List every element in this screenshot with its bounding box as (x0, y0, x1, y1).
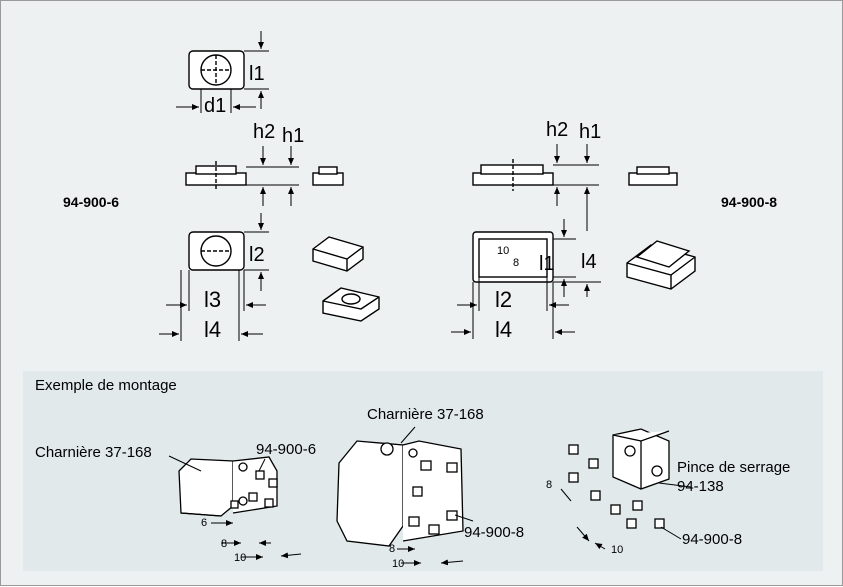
dim-label-d1: d1 (204, 95, 227, 117)
dim-label-h2-right: h2 (546, 119, 569, 141)
dim-6: 6 (201, 517, 208, 529)
dim-label-l4-right: l4 (495, 317, 513, 342)
dim-8-right: 8 (546, 479, 553, 491)
mounting-example-left (178, 456, 278, 517)
part-94-900-6-top-view (188, 50, 245, 90)
part-94-900-6-bottom-view (188, 231, 245, 271)
dim-8-left: 8 (221, 538, 228, 550)
dim-label-h1-right: h1 (579, 121, 602, 143)
part-label-94-900-8: 94-900-8 (721, 194, 778, 210)
callout-clamp-ref: 94-138 (677, 478, 724, 495)
dim-label-l2-right: l2 (495, 287, 513, 312)
callout-94-900-8-right: 94-900-8 (682, 531, 743, 548)
dim-label-h2-left: h2 (253, 121, 276, 143)
callout-clamp-name: Pince de serrage (677, 459, 791, 476)
part-94-900-6-iso-views (312, 236, 380, 322)
callout-hinge-center: Charnière 37-168 (367, 406, 484, 423)
dim-label-l2-left: l2 (249, 244, 265, 266)
marking-8: 8 (513, 257, 520, 269)
mounting-example-right (568, 428, 670, 529)
part-94-900-6-side-view (185, 161, 344, 191)
mounting-section-title: Exemple de montage (35, 377, 177, 394)
dim-label-l1-right: l1 (539, 253, 555, 275)
dim-label-l4-left: l4 (204, 317, 222, 342)
dim-label-l3: l3 (204, 287, 222, 312)
dim-10-right: 10 (611, 544, 624, 556)
marking-10: 10 (497, 245, 510, 257)
dim-8-center: 8 (389, 543, 396, 555)
callout-hinge-left: Charnière 37-168 (35, 444, 152, 461)
dim-10-center: 10 (392, 558, 405, 570)
part-label-94-900-6: 94-900-6 (63, 194, 120, 210)
mounting-example-center (336, 440, 464, 547)
dim-label-l4-right-vert: l4 (581, 251, 597, 273)
dim-10-left: 10 (234, 552, 247, 564)
callout-94-900-8-center: 94-900-8 (464, 524, 525, 541)
callout-94-900-6: 94-900-6 (256, 441, 317, 458)
part-94-900-8-bottom-view (472, 231, 554, 283)
dim-label-h1-left: h1 (282, 125, 305, 147)
part-94-900-8-iso-view (626, 240, 696, 290)
dim-label-l1: l1 (249, 63, 265, 85)
part-94-900-8-side-view (472, 159, 678, 191)
